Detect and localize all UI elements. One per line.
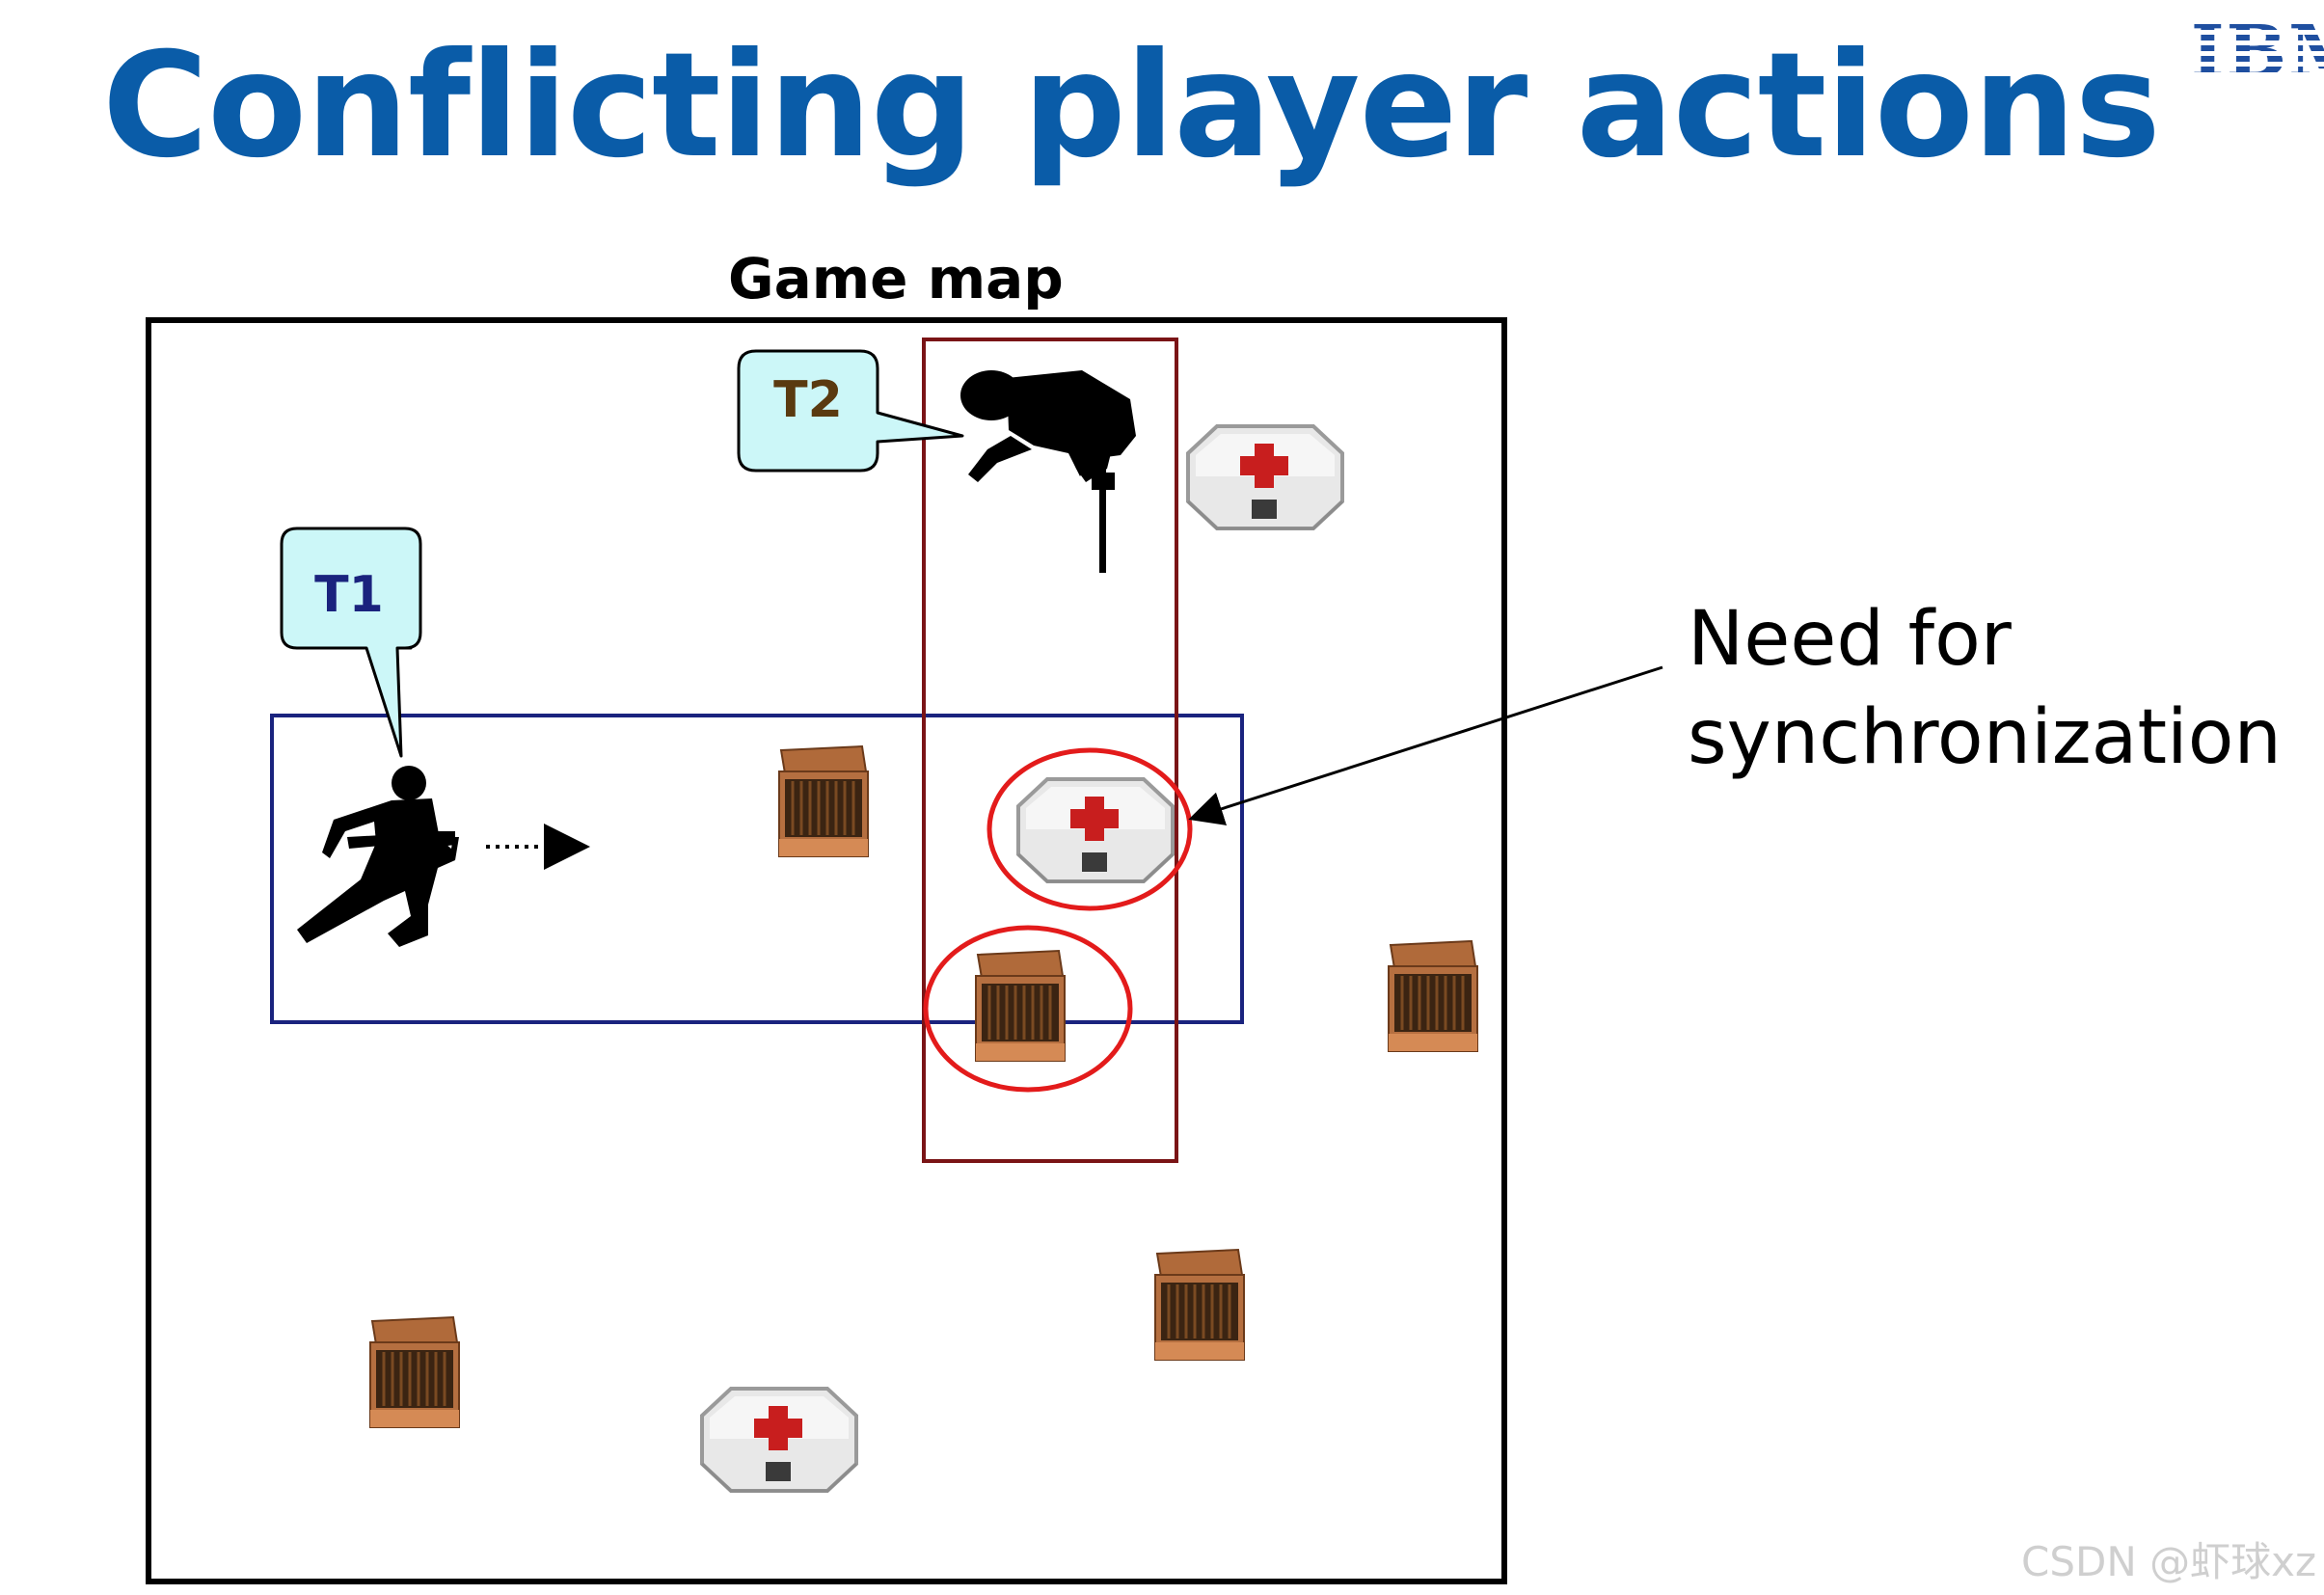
ammo-box-icon [368,1315,461,1429]
synchronization-arrow [1188,665,1663,825]
conflict-circle-health [986,747,1193,911]
health-pack-icon [1186,424,1344,530]
health-pack-icon [700,1387,858,1493]
watermark: CSDN @虾球xz [2021,1538,2316,1585]
t2-region [922,338,1178,1163]
t2-label: T2 [773,371,843,429]
t2-speech-bubble: T2 [737,349,964,473]
ammo-box-icon [1387,939,1479,1053]
health-pack-icon [1016,777,1175,883]
annotation-line-1: Need for [1688,596,2012,683]
running-soldier-icon [297,766,459,947]
annotation-line-2: synchronization [1688,694,2282,781]
jumping-soldier-icon [960,370,1136,573]
game-map-label: Game map [728,246,1064,311]
t1-region [270,714,1244,1024]
ibm-logo: IBM [2191,14,2324,91]
game-map-frame [146,317,1507,1584]
ammo-box-icon [777,744,870,858]
t1-label: T1 [314,566,384,624]
page-title: Conflicting player actions [102,22,2161,190]
conflict-circle-ammo [923,925,1133,1093]
ammo-box-icon [1153,1248,1246,1362]
t1-speech-bubble: T1 [280,527,422,758]
synchronization-annotation: Need for synchronization [1688,590,2282,787]
ammo-box-icon [974,949,1067,1063]
